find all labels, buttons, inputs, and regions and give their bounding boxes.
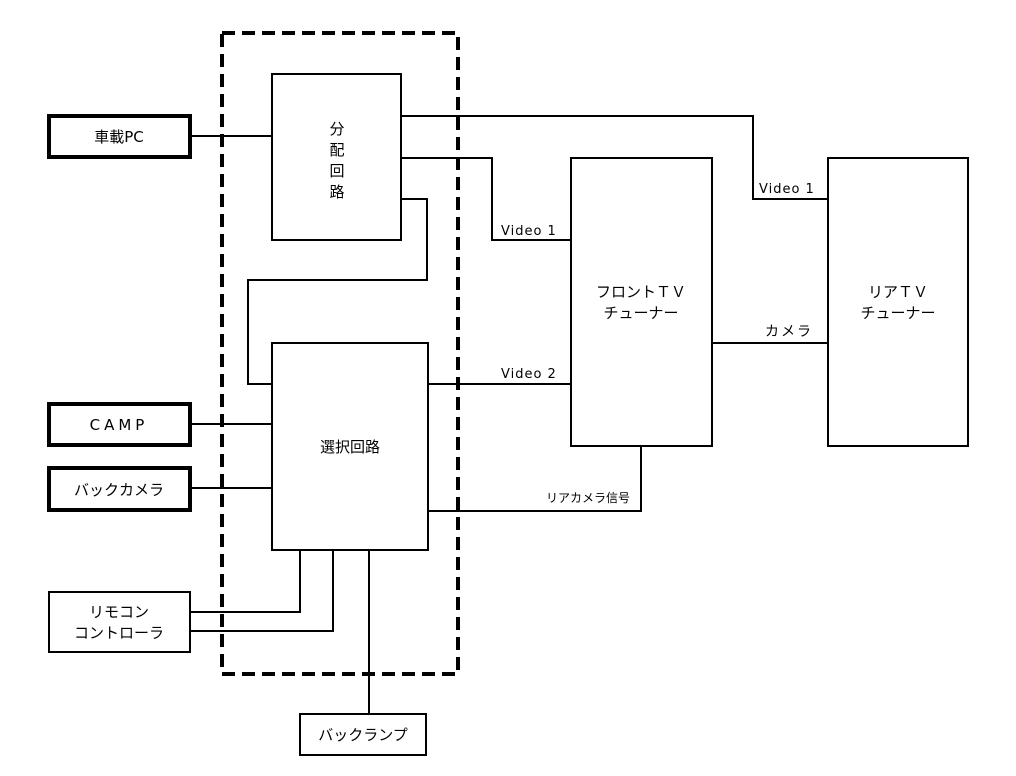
line-rear-camera-signal [428, 446, 642, 512]
remote-controller-label-2: コントローラ [74, 624, 164, 642]
distribution-label-3: 回 [329, 162, 344, 180]
rear-tv-tuner-box [827, 157, 969, 447]
signal-video1-rear: Video 1 [759, 182, 815, 197]
front-tv-tuner-box [570, 157, 713, 447]
signal-camera: カメラ [765, 324, 813, 340]
camp-box [47, 402, 192, 447]
connection-lines [190, 115, 828, 714]
remote-controller-label-1: リモコン [89, 603, 149, 621]
back-camera-label: バックカメラ [74, 481, 164, 499]
signal-rear-camera: リアカメラ信号 [546, 491, 630, 505]
line-distribution-selection [247, 198, 428, 385]
selection-circuit-label: 選択回路 [320, 438, 380, 456]
distribution-label-2: 配 [329, 141, 344, 159]
signal-video1-front: Video 1 [501, 224, 557, 239]
signal-video2-front: Video 2 [501, 367, 557, 382]
camp-label: CAMP [90, 416, 149, 434]
distribution-label-1: 分 [329, 120, 344, 138]
remote-controller-box [48, 591, 191, 653]
selection-circuit-box [271, 342, 429, 551]
back-lamp-label: バックランプ [318, 726, 408, 744]
line-remote-selection-1 [190, 550, 301, 613]
back-camera-box [47, 466, 192, 512]
back-lamp-box [299, 713, 427, 756]
front-tv-tuner-label-1: フロントＴＶ [596, 283, 686, 301]
line-distribution-front-video1 [401, 157, 571, 241]
rear-tv-tuner-label-1: リアＴＶ [868, 283, 928, 301]
car-pc-label: 車載PC [94, 128, 144, 146]
distribution-label-4: 路 [329, 183, 344, 201]
front-tv-tuner-label-2: チューナー [603, 304, 678, 322]
rear-tv-tuner-label-2: チューナー [860, 304, 935, 322]
line-remote-selection-2 [190, 550, 334, 632]
car-pc-box [47, 114, 192, 159]
line-distribution-rear-video1 [401, 115, 828, 200]
distribution-circuit-box [271, 73, 402, 241]
